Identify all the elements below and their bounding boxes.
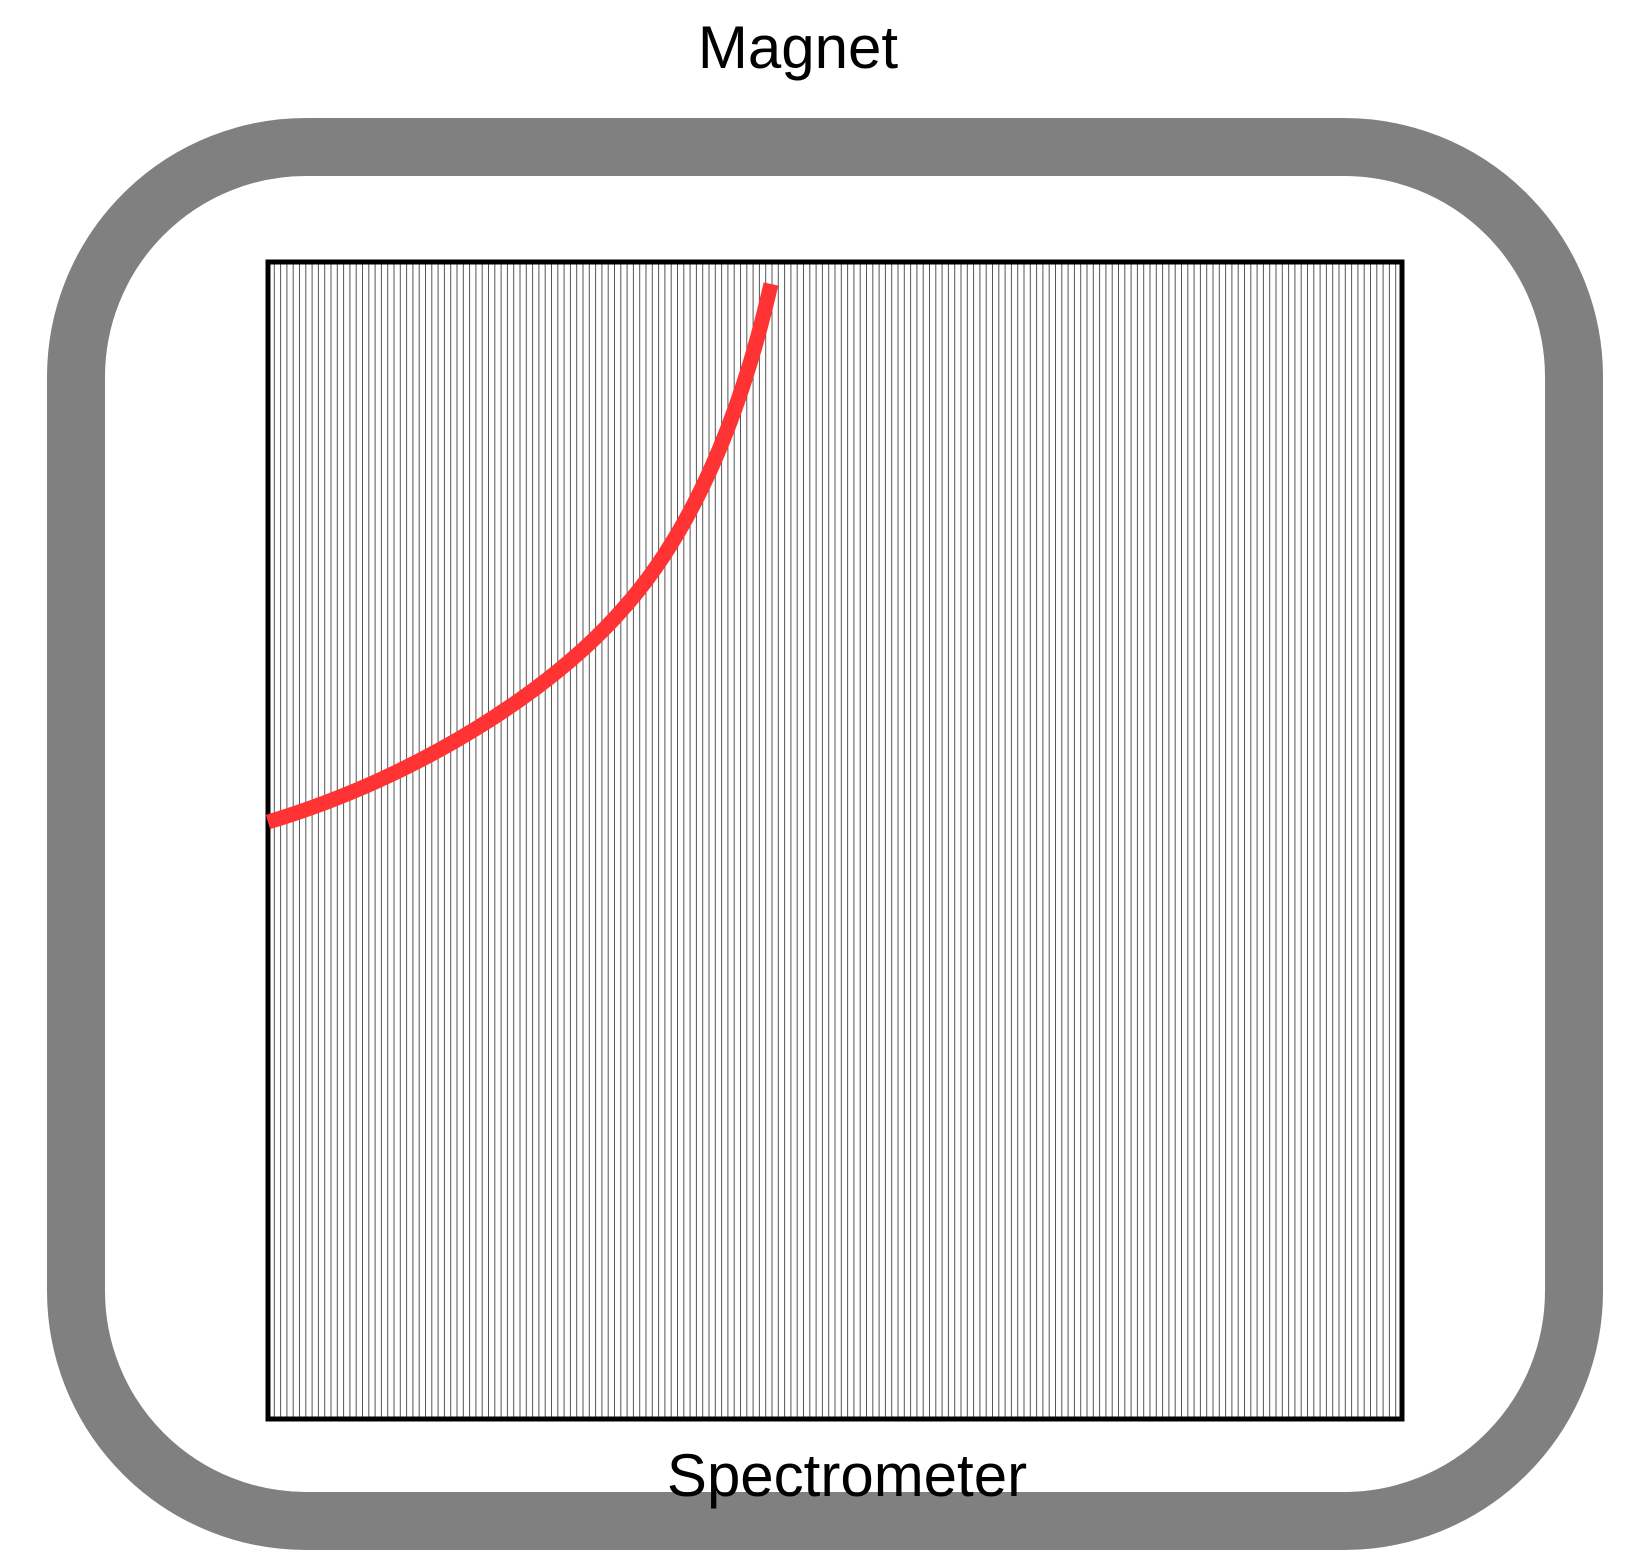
spectrometer-label: Spectrometer: [667, 1442, 1027, 1509]
particle-track: [265, 282, 779, 830]
magnet-frame: [47, 118, 1603, 1550]
magnet-label: Magnet: [698, 14, 898, 81]
chamber-wire-lines: [273, 262, 1397, 1419]
spectrometer-chamber: [265, 259, 1405, 1422]
